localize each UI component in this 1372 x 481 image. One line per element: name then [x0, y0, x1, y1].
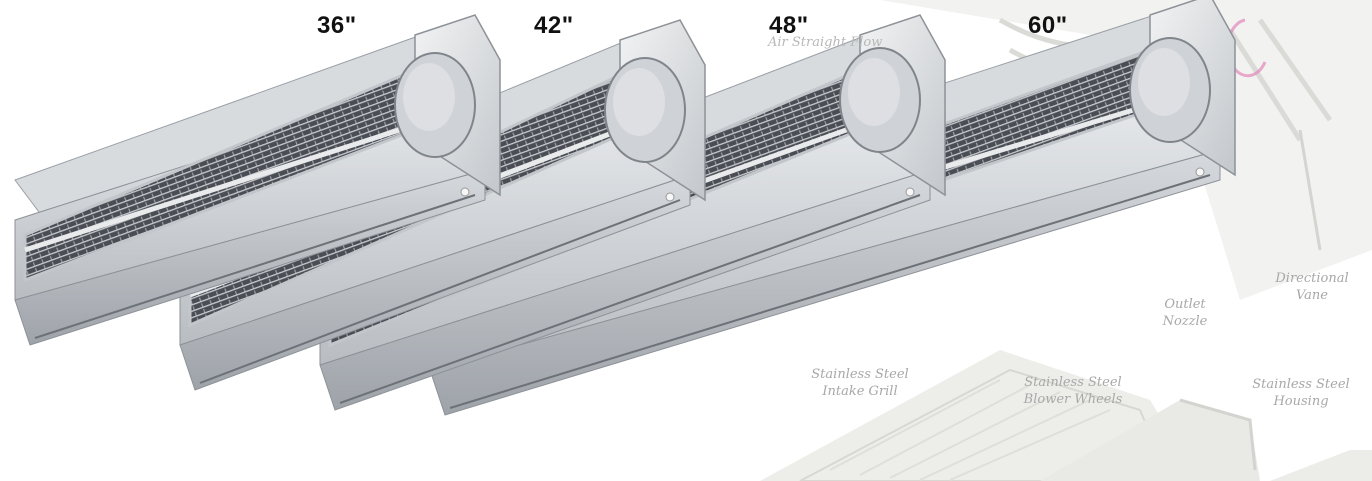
size-label-42: 42" — [534, 12, 574, 39]
label-blower-wheels: Stainless Steel Blower Wheels — [1023, 375, 1123, 407]
label-intake-grill: Stainless Steel Intake Grill — [811, 367, 909, 399]
size-label-60: 60" — [1028, 12, 1068, 39]
label-outlet-nozzle: Outlet Nozzle — [1162, 297, 1208, 329]
size-label-36: 36" — [317, 12, 357, 39]
label-housing: Stainless Steel Housing — [1252, 377, 1350, 409]
label-directional-vane: Directional Vane — [1275, 271, 1349, 303]
faded-diagram-caption: Air Straight Flow — [767, 35, 882, 50]
size-label-48: 48" — [769, 12, 809, 39]
unit-36 — [14, 14, 501, 346]
